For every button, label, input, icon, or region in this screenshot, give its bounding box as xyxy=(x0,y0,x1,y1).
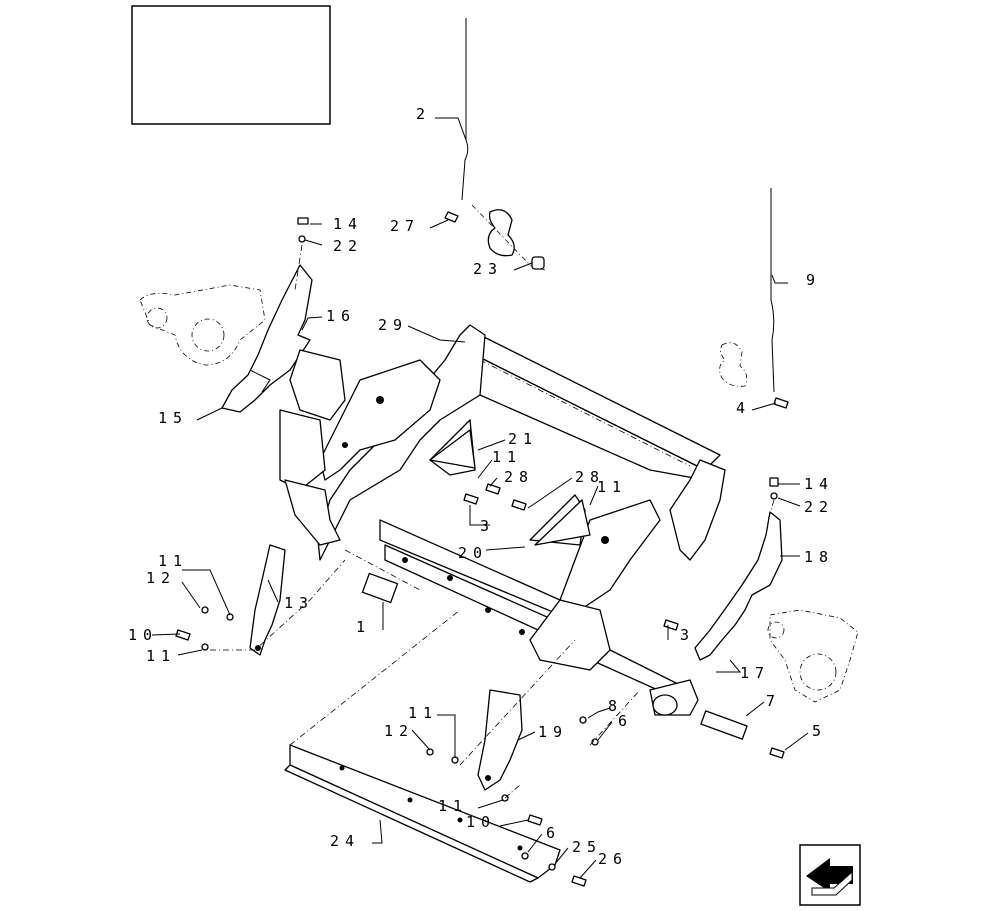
callout-17: 17 xyxy=(740,664,770,682)
callout-7: 7 xyxy=(766,692,781,710)
callout-11-lower: 11 xyxy=(438,797,468,815)
callout-12-center: 12 xyxy=(384,722,414,740)
callout-12-left: 12 xyxy=(146,569,176,587)
callout-20: 20 xyxy=(458,544,488,562)
callout-1: 1 xyxy=(356,618,371,636)
callout-2: 2 xyxy=(416,105,431,123)
callout-15: 15 xyxy=(158,409,188,427)
callout-11-left-bottom: 11 xyxy=(146,647,176,665)
part-19-bracket xyxy=(477,689,523,791)
callout-26: 26 xyxy=(598,850,628,868)
callout-11-center: 11 xyxy=(408,704,438,722)
callouts: 2 14 27 22 23 9 16 29 4 15 21 11 28 28 1… xyxy=(128,105,834,868)
callout-5: 5 xyxy=(812,722,827,740)
part-29-main-frame xyxy=(279,324,726,716)
callout-22: 22 xyxy=(333,237,363,255)
part-16-plate xyxy=(139,264,313,413)
callout-25: 25 xyxy=(572,838,602,856)
callout-24: 24 xyxy=(330,832,360,850)
callout-14-right: 14 xyxy=(804,475,834,493)
callout-29: 29 xyxy=(378,316,408,334)
callout-22-right: 22 xyxy=(804,498,834,516)
next-page-arrow-icon[interactable] xyxy=(799,844,861,906)
part-7-plate xyxy=(700,710,748,740)
part-9-rod xyxy=(719,188,775,393)
callout-19: 19 xyxy=(538,723,568,741)
callout-3-lower: 3 xyxy=(680,626,695,644)
callout-11-upper: 11 xyxy=(492,448,522,466)
callout-28-right: 28 xyxy=(575,468,605,486)
part-1-plate xyxy=(361,572,399,604)
part-18-plate xyxy=(694,511,859,703)
callout-28-left: 28 xyxy=(504,468,534,486)
hardware xyxy=(175,211,789,887)
callout-8: 8 xyxy=(608,697,623,715)
callout-11-right: 11 xyxy=(597,478,627,496)
callout-6-upper: 6 xyxy=(618,712,633,730)
part-13-bracket xyxy=(249,544,286,656)
callout-10-center: 10 xyxy=(466,813,496,831)
callout-14: 14 xyxy=(333,215,363,233)
callout-3-upper: 3 xyxy=(480,517,495,535)
callout-6-lower: 6 xyxy=(546,824,561,842)
callout-4: 4 xyxy=(736,399,751,417)
callout-9: 9 xyxy=(806,271,821,289)
callout-27: 27 xyxy=(390,217,420,235)
callout-10-left: 10 xyxy=(128,626,158,644)
callout-13: 13 xyxy=(284,594,314,612)
part-21-wedge xyxy=(429,429,476,469)
callout-23: 23 xyxy=(473,260,503,278)
part-24-angle xyxy=(284,609,561,883)
leader-lines xyxy=(151,117,809,879)
callout-16: 16 xyxy=(326,307,356,325)
title-box xyxy=(131,5,331,125)
callout-21: 21 xyxy=(508,430,538,448)
callout-11-left-top: 11 xyxy=(158,552,188,570)
callout-18: 18 xyxy=(804,548,834,566)
part-20-wedge xyxy=(534,499,591,546)
part-2-rod xyxy=(461,18,546,271)
